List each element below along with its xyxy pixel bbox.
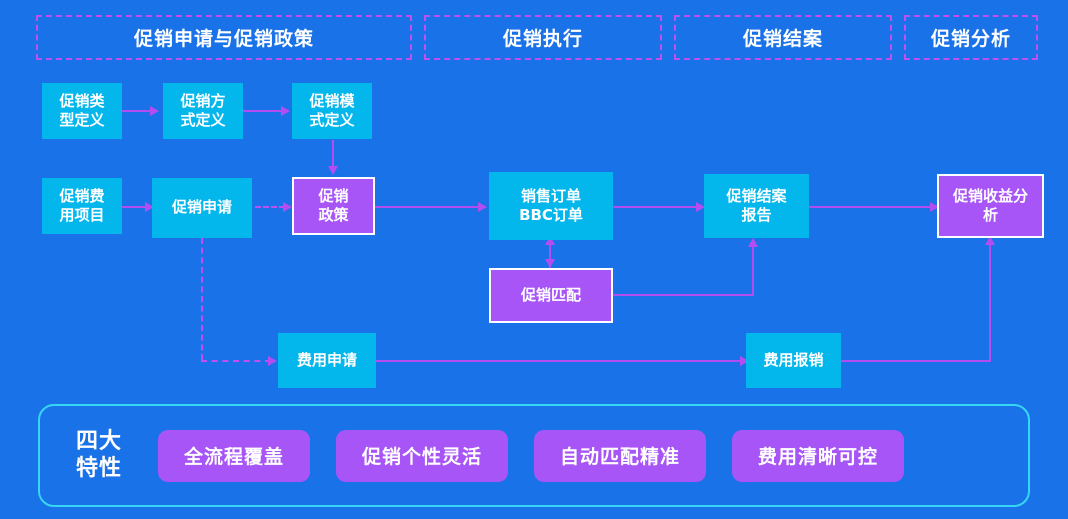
node-promo-profit-analysis[interactable]: 促销收益分 析 (937, 174, 1044, 238)
arrowhead-reimburse-to-profit (985, 236, 995, 245)
node-promo-application[interactable]: 促销申请 (152, 178, 252, 238)
node-label: 促销费 用项目 (59, 186, 105, 224)
feature-label: 全流程覆盖 (184, 446, 285, 468)
connector-apply-to-feeapply-dashed-v (201, 238, 203, 360)
node-promo-type-definition[interactable]: 促销类 型定义 (42, 83, 122, 139)
node-promo-method-definition[interactable]: 促销方 式定义 (163, 83, 243, 139)
node-fee-reimbursement[interactable]: 费用报销 (746, 333, 841, 388)
node-label: 促销匹配 (520, 285, 581, 304)
feature-pill-flexible-promotion[interactable]: 促销个性灵活 (336, 429, 509, 482)
feature-label: 自动匹配精准 (560, 446, 681, 468)
node-sales-order[interactable]: 销售订单 BBC订单 (489, 172, 613, 240)
arrowhead-closereport-to-profit (930, 202, 939, 212)
arrowhead-type-to-method (150, 106, 159, 116)
node-label: 促销申请 (171, 198, 232, 217)
arrowhead-mode-to-policy (328, 166, 338, 175)
connector-reimburse-to-profit-h (841, 360, 991, 362)
node-promo-mode-definition[interactable]: 促销模 式定义 (292, 83, 372, 139)
feature-pill-clear-cost-control[interactable]: 费用清晰可控 (732, 429, 905, 482)
feature-pill-full-process-coverage[interactable]: 全流程覆盖 (158, 429, 311, 482)
node-label: 促销收益分 析 (952, 186, 1028, 224)
arrowhead-feeitem-to-apply (145, 202, 154, 212)
arrowhead-apply-to-policy (283, 202, 292, 212)
node-label: 促销模 式定义 (309, 91, 355, 129)
connector-policy-to-order (375, 206, 480, 208)
arrowhead-order-to-match-down (545, 259, 555, 268)
arrowhead-order-to-closereport (696, 202, 705, 212)
node-promo-fee-item[interactable]: 促销费 用项目 (42, 178, 122, 234)
connector-order-to-closereport (613, 206, 698, 208)
arrowhead-feeapply-to-reimburse (740, 356, 749, 366)
connector-apply-to-policy-dashed (255, 206, 285, 208)
arrowhead-apply-to-feeapply (268, 356, 277, 366)
connector-reimburse-to-profit-v (989, 244, 991, 362)
arrowhead-method-to-mode (281, 106, 290, 116)
phase-label: 促销执行 (502, 28, 583, 50)
connector-method-to-mode (243, 110, 283, 112)
connector-apply-to-feeapply-dashed-h (201, 360, 271, 362)
phase-banner-promo-application-policy: 促销申请与促销政策 (36, 15, 412, 60)
arrowhead-policy-to-order (478, 202, 487, 212)
phase-label: 促销分析 (930, 28, 1011, 50)
feature-pill-accurate-auto-matching[interactable]: 自动匹配精准 (534, 429, 707, 482)
node-label: 促销类 型定义 (59, 91, 105, 129)
node-promo-match[interactable]: 促销匹配 (489, 268, 613, 323)
features-panel: 四大 特性 全流程覆盖 促销个性灵活 自动匹配精准 费用清晰可控 (38, 404, 1030, 507)
feature-label: 费用清晰可控 (758, 446, 879, 468)
node-label: 促销 政策 (318, 186, 349, 224)
feature-label: 促销个性灵活 (362, 446, 483, 468)
phase-banner-promo-analysis: 促销分析 (904, 15, 1038, 60)
connector-feeapply-to-reimburse (376, 360, 742, 362)
phase-banner-promo-execution: 促销执行 (424, 15, 662, 60)
phase-label: 促销结案 (742, 28, 823, 50)
node-promo-policy[interactable]: 促销 政策 (292, 177, 375, 235)
node-promo-closing-report[interactable]: 促销结案 报告 (704, 174, 809, 238)
phase-banner-promo-closing: 促销结案 (674, 15, 892, 60)
connector-match-to-order (549, 240, 551, 268)
connector-type-to-method (122, 110, 152, 112)
node-label: 销售订单 BBC订单 (519, 186, 583, 224)
phase-label: 促销申请与促销政策 (133, 28, 314, 50)
connector-feeitem-to-apply (122, 206, 147, 208)
arrowhead-match-to-order-up (545, 236, 555, 245)
arrowhead-match-to-closereport (748, 238, 758, 247)
node-label: 促销方 式定义 (180, 91, 226, 129)
features-title: 四大 特性 (75, 429, 122, 481)
node-label: 费用报销 (763, 350, 824, 369)
connector-closereport-to-profit (809, 206, 932, 208)
node-fee-application[interactable]: 费用申请 (278, 333, 376, 388)
node-label: 费用申请 (296, 350, 357, 369)
connector-match-to-closereport-h (613, 294, 754, 296)
connector-match-to-closereport-v (752, 245, 754, 296)
connector-mode-to-policy (332, 140, 334, 168)
node-label: 促销结案 报告 (726, 186, 787, 224)
